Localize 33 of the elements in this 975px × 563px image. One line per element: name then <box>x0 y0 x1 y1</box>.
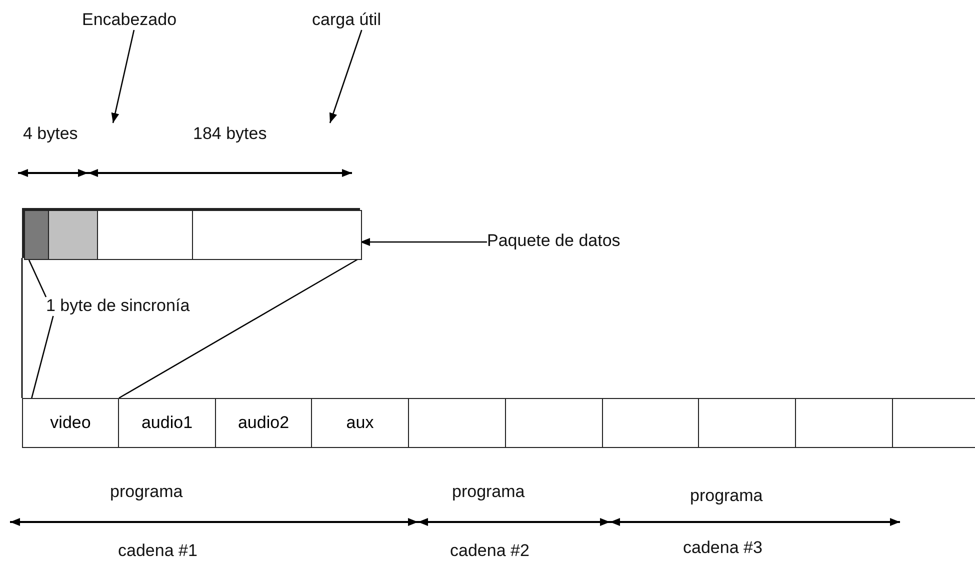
arrow <box>111 30 135 124</box>
stream-cell: video <box>22 398 119 448</box>
stream-label: cadena #3 <box>683 538 762 558</box>
stream-cell: audio2 <box>215 398 312 448</box>
leader-line <box>28 260 47 298</box>
stream-label: programa <box>110 482 183 502</box>
stream-cell: aux <box>311 398 409 448</box>
dimension-label: 184 bytes <box>193 124 267 144</box>
packet-cell <box>24 210 49 260</box>
callout-text: carga útil <box>312 10 381 30</box>
callout-text: 1 byte de sincronía <box>46 296 190 316</box>
callout-text: Paquete de datos <box>487 231 620 251</box>
callout-text: Encabezado <box>82 10 177 30</box>
stream-label: cadena #1 <box>118 541 198 561</box>
packet-cell <box>698 398 796 448</box>
stream-label: programa <box>690 486 763 506</box>
packet-cell <box>505 398 603 448</box>
stream-cell: audio1 <box>118 398 216 448</box>
stream-label: programa <box>452 482 525 502</box>
stream-label: cadena #2 <box>450 541 530 561</box>
packet-bar <box>22 208 360 258</box>
arrow <box>329 30 362 124</box>
packet-cell <box>48 210 98 260</box>
packet-cell <box>97 210 193 260</box>
packet-cell <box>408 398 506 448</box>
dimension-label: 4 bytes <box>23 124 78 144</box>
packet-cell <box>602 398 699 448</box>
packet-cell <box>795 398 893 448</box>
leader-line <box>21 258 23 398</box>
leader-line <box>31 316 54 398</box>
arrow <box>360 238 487 246</box>
packet-cell <box>892 398 975 448</box>
packet-cell <box>192 210 362 260</box>
